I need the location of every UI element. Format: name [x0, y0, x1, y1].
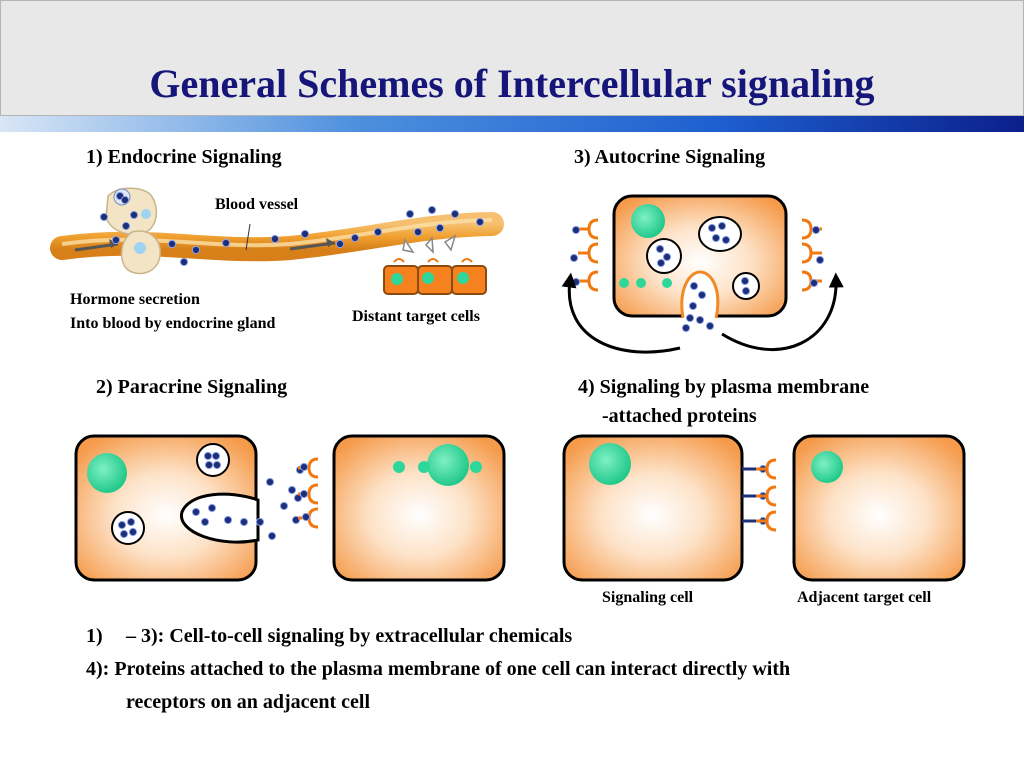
hormone-secretion-label-2: Into blood by endocrine gland [70, 315, 276, 332]
page-title: General Schemes of Intercellular signali… [149, 61, 875, 106]
autocrine-heading: 3) Autocrine Signaling [574, 146, 766, 168]
endocrine-gland [99, 187, 161, 275]
endocrine-illustration [50, 187, 504, 295]
blood-flow-arrows [74, 238, 336, 252]
autocrine-nucleus [631, 204, 665, 238]
autocrine-receptors-right [800, 218, 825, 292]
membrane-heading-line1: 4) Signaling by plasma membrane [578, 376, 870, 398]
adjacent-target-cell-label: Adjacent target cell [797, 589, 932, 606]
note-line3: receptors on an adjacent cell [126, 691, 371, 713]
paracrine-illustration [74, 434, 506, 582]
title-bar [0, 0, 1024, 116]
blood-vessel-label: Blood vessel [215, 196, 299, 213]
endocrine-heading: 1) Endocrine Signaling [86, 146, 282, 168]
membrane-protein-links [742, 458, 778, 532]
note-line2: 4): Proteins attached to the plasma memb… [86, 658, 791, 680]
autocrine-illustration [561, 194, 844, 354]
paracrine-target-cell [332, 434, 506, 582]
signaling-cell-label: Signaling cell [602, 589, 694, 606]
paracrine-vesicle [180, 492, 260, 544]
header-gradient-band [0, 116, 1024, 132]
note-line1: – 3): Cell-to-cell signaling by extracel… [126, 625, 573, 647]
membrane-heading-line2: -attached proteins [602, 405, 757, 427]
diffusion-arrows [402, 234, 457, 254]
paracrine-heading: 2) Paracrine Signaling [96, 376, 288, 398]
distant-target-cells-label: Distant target cells [352, 308, 480, 325]
membrane-attached-illustration [562, 434, 966, 582]
feedback-arrow-right [721, 272, 844, 352]
distant-target-cells [383, 258, 487, 295]
note-line1-number: 1) [86, 625, 103, 647]
feedback-arrow-left [561, 272, 681, 354]
autocrine-receptors-left [569, 218, 600, 292]
hormone-secretion-label-1: Hormone secretion [70, 291, 200, 308]
